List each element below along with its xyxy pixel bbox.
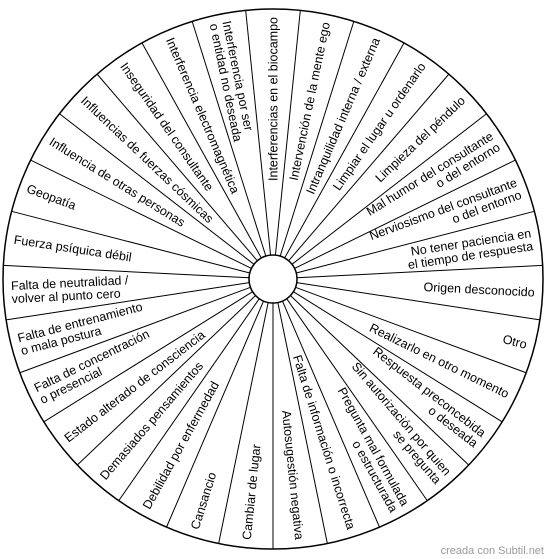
segment-label-line: Falta de neutralidad / bbox=[11, 273, 130, 293]
segment-divider bbox=[296, 264, 543, 279]
center-hub bbox=[248, 254, 298, 304]
segment-divider bbox=[282, 300, 380, 528]
segment-divider bbox=[96, 73, 258, 262]
segment-divider bbox=[118, 298, 260, 501]
segment-divider bbox=[294, 159, 516, 269]
segment-dividers bbox=[3, 10, 543, 549]
segment-divider bbox=[284, 42, 405, 259]
segment-divider bbox=[3, 264, 250, 279]
segment-divider bbox=[296, 210, 535, 274]
segment-divider bbox=[286, 298, 428, 501]
credit-text: creada con Subtil.net bbox=[440, 545, 544, 557]
segment-divider bbox=[218, 302, 269, 544]
segment-divider bbox=[290, 295, 470, 466]
segment-label-line: Origen desconocido bbox=[423, 280, 535, 300]
segment-label: Otro bbox=[501, 332, 528, 352]
segment-divider bbox=[274, 10, 301, 256]
segment-divider bbox=[291, 113, 487, 265]
segment-divider bbox=[166, 300, 264, 528]
segment-divider bbox=[43, 291, 253, 423]
segment-divider bbox=[277, 302, 328, 544]
segment-label: Origen desconocido bbox=[423, 280, 535, 300]
segment-label-line: Otro bbox=[501, 332, 528, 352]
segment-label-line: Interferencias en el biocampo bbox=[266, 17, 280, 181]
segment-divider bbox=[191, 21, 267, 257]
segment-divider bbox=[293, 291, 503, 423]
segment-divider bbox=[30, 159, 252, 269]
segment-divider bbox=[11, 210, 250, 274]
segment-divider bbox=[59, 113, 255, 265]
segment-divider bbox=[245, 10, 272, 256]
segment-divider bbox=[76, 295, 256, 466]
segment-divider bbox=[6, 282, 250, 321]
segment-divider bbox=[141, 42, 262, 259]
segment-divider bbox=[296, 282, 540, 321]
segment-label-line: volver al punto cero bbox=[11, 287, 121, 307]
segment-label: Falta de neutralidad /volver al punto ce… bbox=[11, 273, 130, 306]
segment-divider bbox=[19, 286, 251, 374]
segment-divider bbox=[279, 21, 355, 257]
segment-divider bbox=[295, 286, 527, 374]
segment-divider bbox=[288, 73, 450, 262]
segment-label: Interferencias en el biocampo bbox=[266, 17, 280, 181]
